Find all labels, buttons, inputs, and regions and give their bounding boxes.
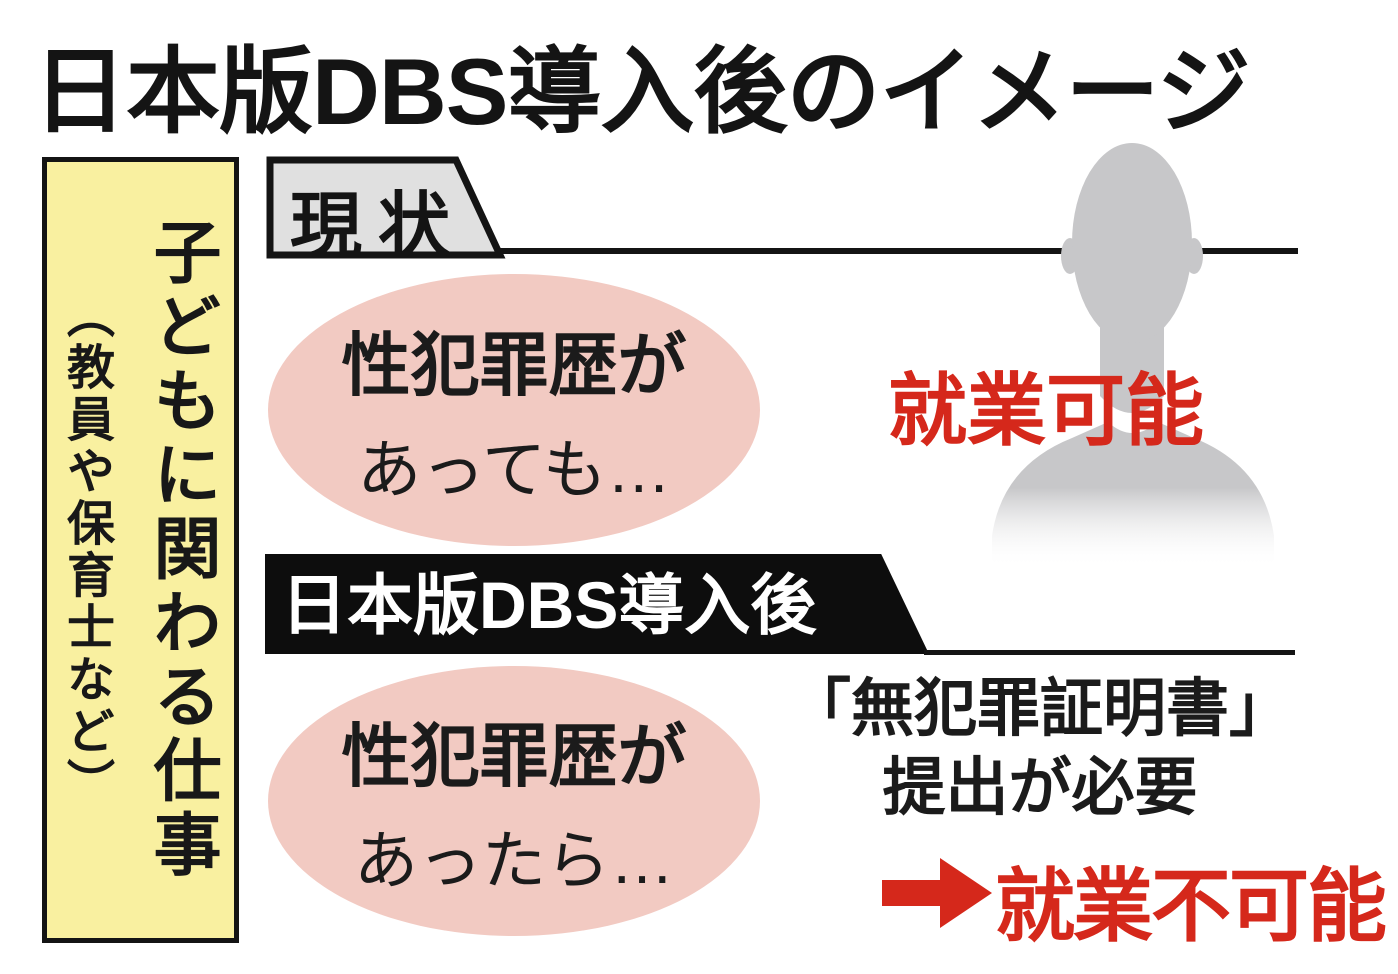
sidebar-inner: （教員や保育士など） 子どもに関わる仕事 [47,162,234,938]
person-silhouette-icon [992,143,1274,568]
certificate-requirement-line2: 提出が必要 [882,753,1198,824]
arrow-right-icon [882,858,992,928]
condition-dbs-line2: あったら… [354,825,674,897]
page-title: 日本版DBS導入後のイメージ [33,39,1251,144]
sidebar-jobs-box: （教員や保育士など） 子どもに関わる仕事 [42,157,239,943]
sidebar-main-label: 子どもに関わる仕事 [143,217,219,883]
condition-current-line1: 性犯罪歴が [341,327,687,404]
dbs-tab-label: 日本版DBS導入後 [281,568,817,642]
condition-bubble-dbs: 性犯罪歴が あったら… [268,666,760,936]
current-status-tab-label: 現状 [290,187,467,267]
condition-current-line2: あっても… [357,434,671,506]
condition-bubble-current: 性犯罪歴が あっても… [268,274,760,546]
current-section-divider-left [498,248,1078,254]
sidebar-sub-label: （教員や保育士など） [59,290,112,810]
condition-dbs-line1: 性犯罪歴が [341,718,687,795]
dbs-tab-shape [265,554,929,654]
dbs-section-divider [924,650,1295,655]
employment-possible-label: 就業可能 [888,366,1204,455]
certificate-requirement-line1: 「無犯罪証明書」 [788,674,1292,744]
current-section-divider-right [1196,248,1298,254]
employment-impossible-label: 就業不可能 [995,862,1387,951]
current-status-tab-shape [266,156,506,259]
certificate-requirement-text: 「無犯罪証明書」 提出が必要 [775,670,1305,829]
